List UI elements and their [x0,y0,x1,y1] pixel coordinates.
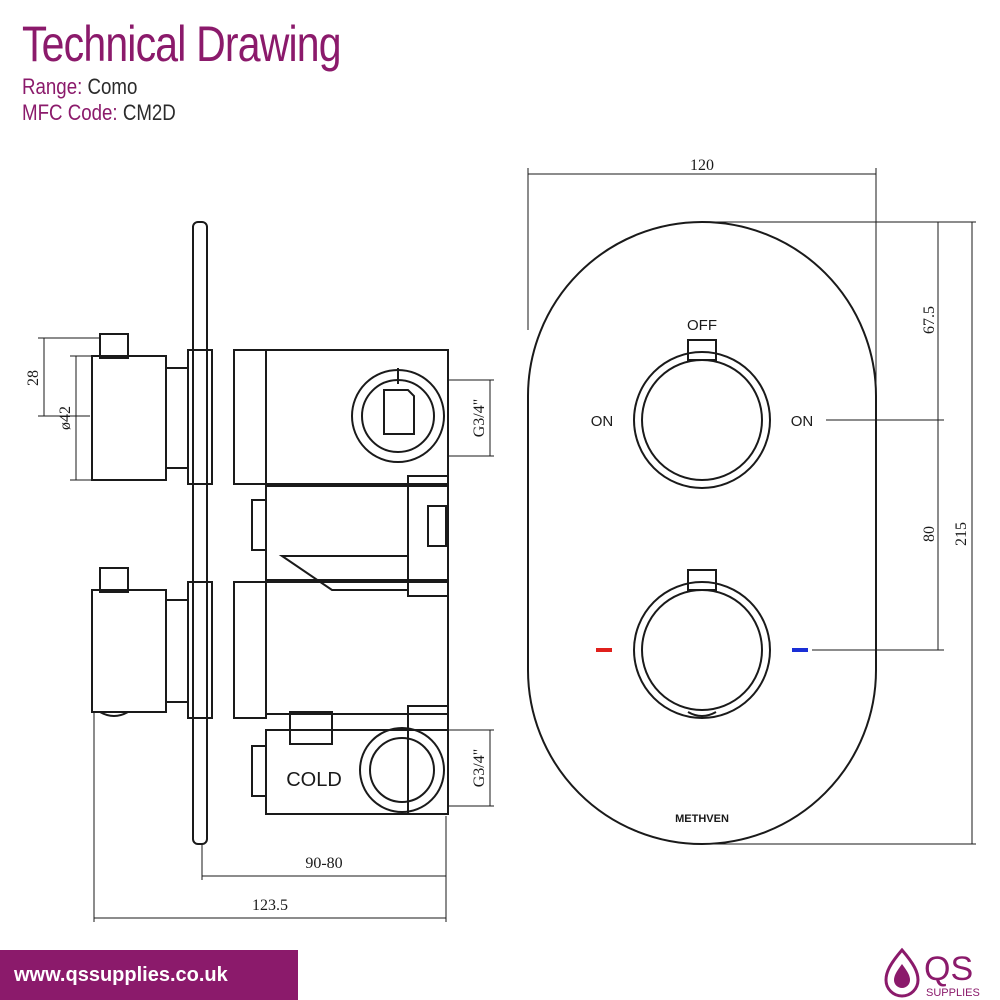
header: Technical Drawing Range: Como MFC Code: … [22,14,411,126]
cold-label: COLD [286,769,342,791]
upper-nut [233,349,267,485]
dim-g34-top: G3/4" [471,399,488,438]
lower-collar [187,581,213,719]
lower-body [265,581,449,715]
upper-body [265,349,449,485]
upper-handle [91,355,167,481]
wall-plate [192,221,208,845]
page-title: Technical Drawing [22,16,342,72]
temp-handle-tab [687,569,717,591]
lower-handle [91,589,167,713]
dim-123-5: 123.5 [252,897,288,914]
front-dimensions [527,168,976,845]
range-value: Como [87,74,138,99]
range-line: Range: Como [22,74,352,100]
dim-120: 120 [690,157,714,174]
front-dim-labels: 120 67.5 80 215 [690,157,970,546]
front-labels: OFF ON ON METHVEN [591,317,814,825]
brand-label: METHVEN [675,813,729,825]
middle-wedge [278,555,409,591]
code-line: MFC Code: CM2D [22,100,352,126]
upper-outlet-insert [383,389,415,435]
temp-handle-outer [633,581,771,719]
upper-collar [187,349,213,485]
side-view [91,221,449,845]
logo-text: QS [924,950,973,988]
lower-outlet-inner [369,737,435,803]
middle-cartridge [407,475,449,597]
middle-body [265,485,449,581]
website-banner[interactable]: www.qssupplies.co.uk [0,950,298,1000]
lower-outlet-outer [359,727,445,813]
range-label: Range: [22,74,83,99]
flow-handle-inner [641,359,763,481]
upper-handle-tab [99,333,129,359]
upper-handle-neck [165,367,189,469]
front-view [527,221,877,845]
off-label: OFF [687,317,717,334]
lower-handle-tab [99,567,129,593]
dim-90-80: 90-80 [305,855,342,872]
lower-handle-neck [165,599,189,703]
website-url[interactable]: www.qssupplies.co.uk [14,964,228,986]
dim-dia-42: ø42 [57,406,74,430]
side-dimensions [38,337,494,922]
logo-subtext: SUPPLIES [926,987,980,999]
dim-28: 28 [25,370,42,386]
droplet-icon [884,947,920,998]
dim-g34-bottom: G3/4" [471,749,488,788]
side-dim-labels: 28 ø42 G3/4" G3/4" 90-80 123.5 [25,370,488,914]
cold-connector [289,711,333,745]
code-label: MFC Code: [22,100,118,125]
middle-side-nut [251,499,267,551]
dim-80: 80 [921,526,938,542]
lower-nut [233,581,267,719]
dim-67-5: 67.5 [921,306,938,334]
cold-side-nut [251,745,267,797]
on-left-label: ON [591,413,614,430]
flow-handle-outer [633,351,771,489]
flow-handle-tab [687,339,717,361]
temp-handle-inner [641,589,763,711]
qs-supplies-logo: QS SUPPLIES [884,947,980,999]
faceplate [527,221,877,845]
code-value: CM2D [122,100,176,125]
on-right-label: ON [791,413,814,430]
dim-215: 215 [953,522,970,546]
